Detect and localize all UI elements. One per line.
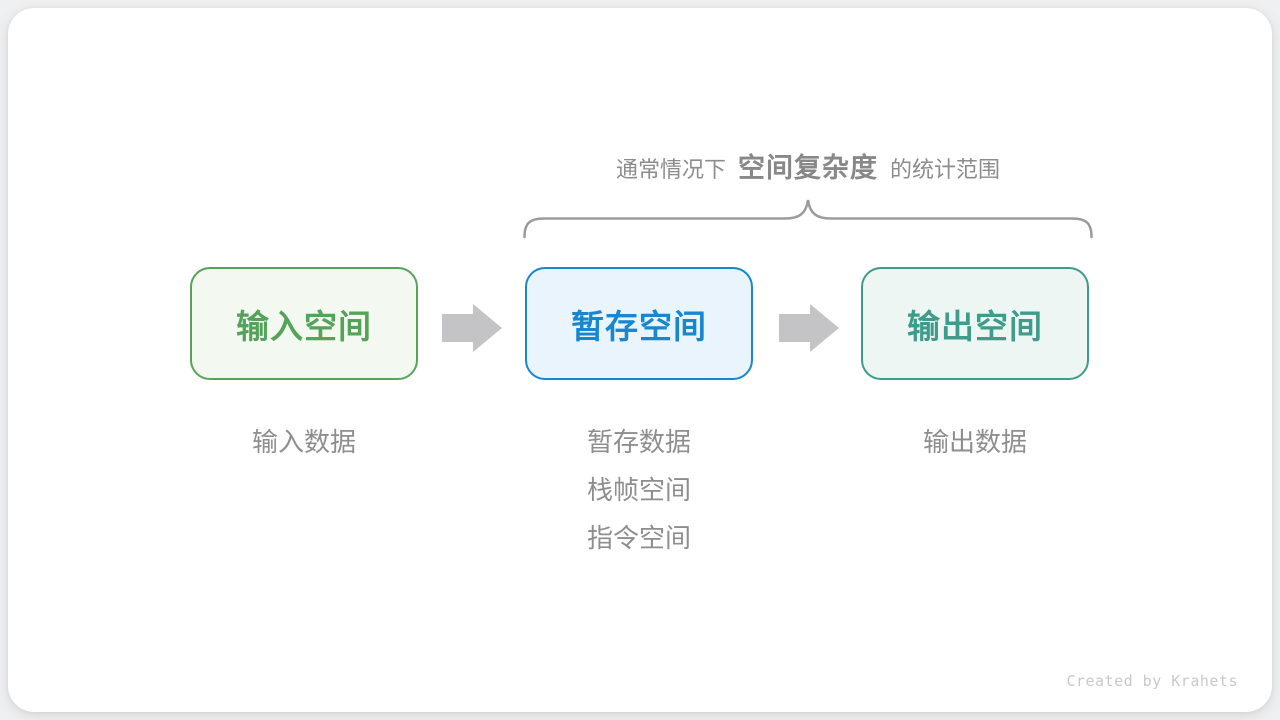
arrow-right-icon bbox=[779, 304, 839, 352]
watermark: Created by Krahets bbox=[1066, 672, 1238, 690]
note-line: 输入数据 bbox=[251, 427, 356, 457]
box-temp-space-label: 暂存空间 bbox=[571, 307, 707, 345]
card: 通常情况下 空间复杂度 的统计范围 输入空间 暂存空间 输出空间 输入数据 暂存… bbox=[8, 8, 1272, 712]
note-line: 暂存数据 bbox=[586, 427, 691, 457]
caption: 通常情况下 空间复杂度 的统计范围 bbox=[523, 146, 1093, 186]
note-line: 指令空间 bbox=[586, 523, 691, 553]
box-input-space: 输入空间 bbox=[190, 267, 418, 380]
note-line: 输出数据 bbox=[922, 427, 1027, 457]
notes-output-space: 输出数据 bbox=[861, 418, 1089, 466]
notes-input-space: 输入数据 bbox=[190, 418, 418, 466]
box-output-space-label: 输出空间 bbox=[907, 307, 1043, 345]
caption-highlight: 空间复杂度 bbox=[738, 153, 878, 183]
notes-temp-space: 暂存数据 栈帧空间 指令空间 bbox=[525, 418, 753, 562]
caption-prefix: 通常情况下 bbox=[615, 157, 726, 182]
box-output-space: 输出空间 bbox=[861, 267, 1089, 380]
box-input-space-label: 输入空间 bbox=[236, 307, 372, 345]
note-line: 栈帧空间 bbox=[586, 475, 691, 505]
arrow-right-icon bbox=[442, 304, 502, 352]
curly-brace-icon bbox=[523, 199, 1093, 239]
box-temp-space: 暂存空间 bbox=[525, 267, 753, 380]
caption-suffix: 的统计范围 bbox=[890, 157, 1001, 182]
